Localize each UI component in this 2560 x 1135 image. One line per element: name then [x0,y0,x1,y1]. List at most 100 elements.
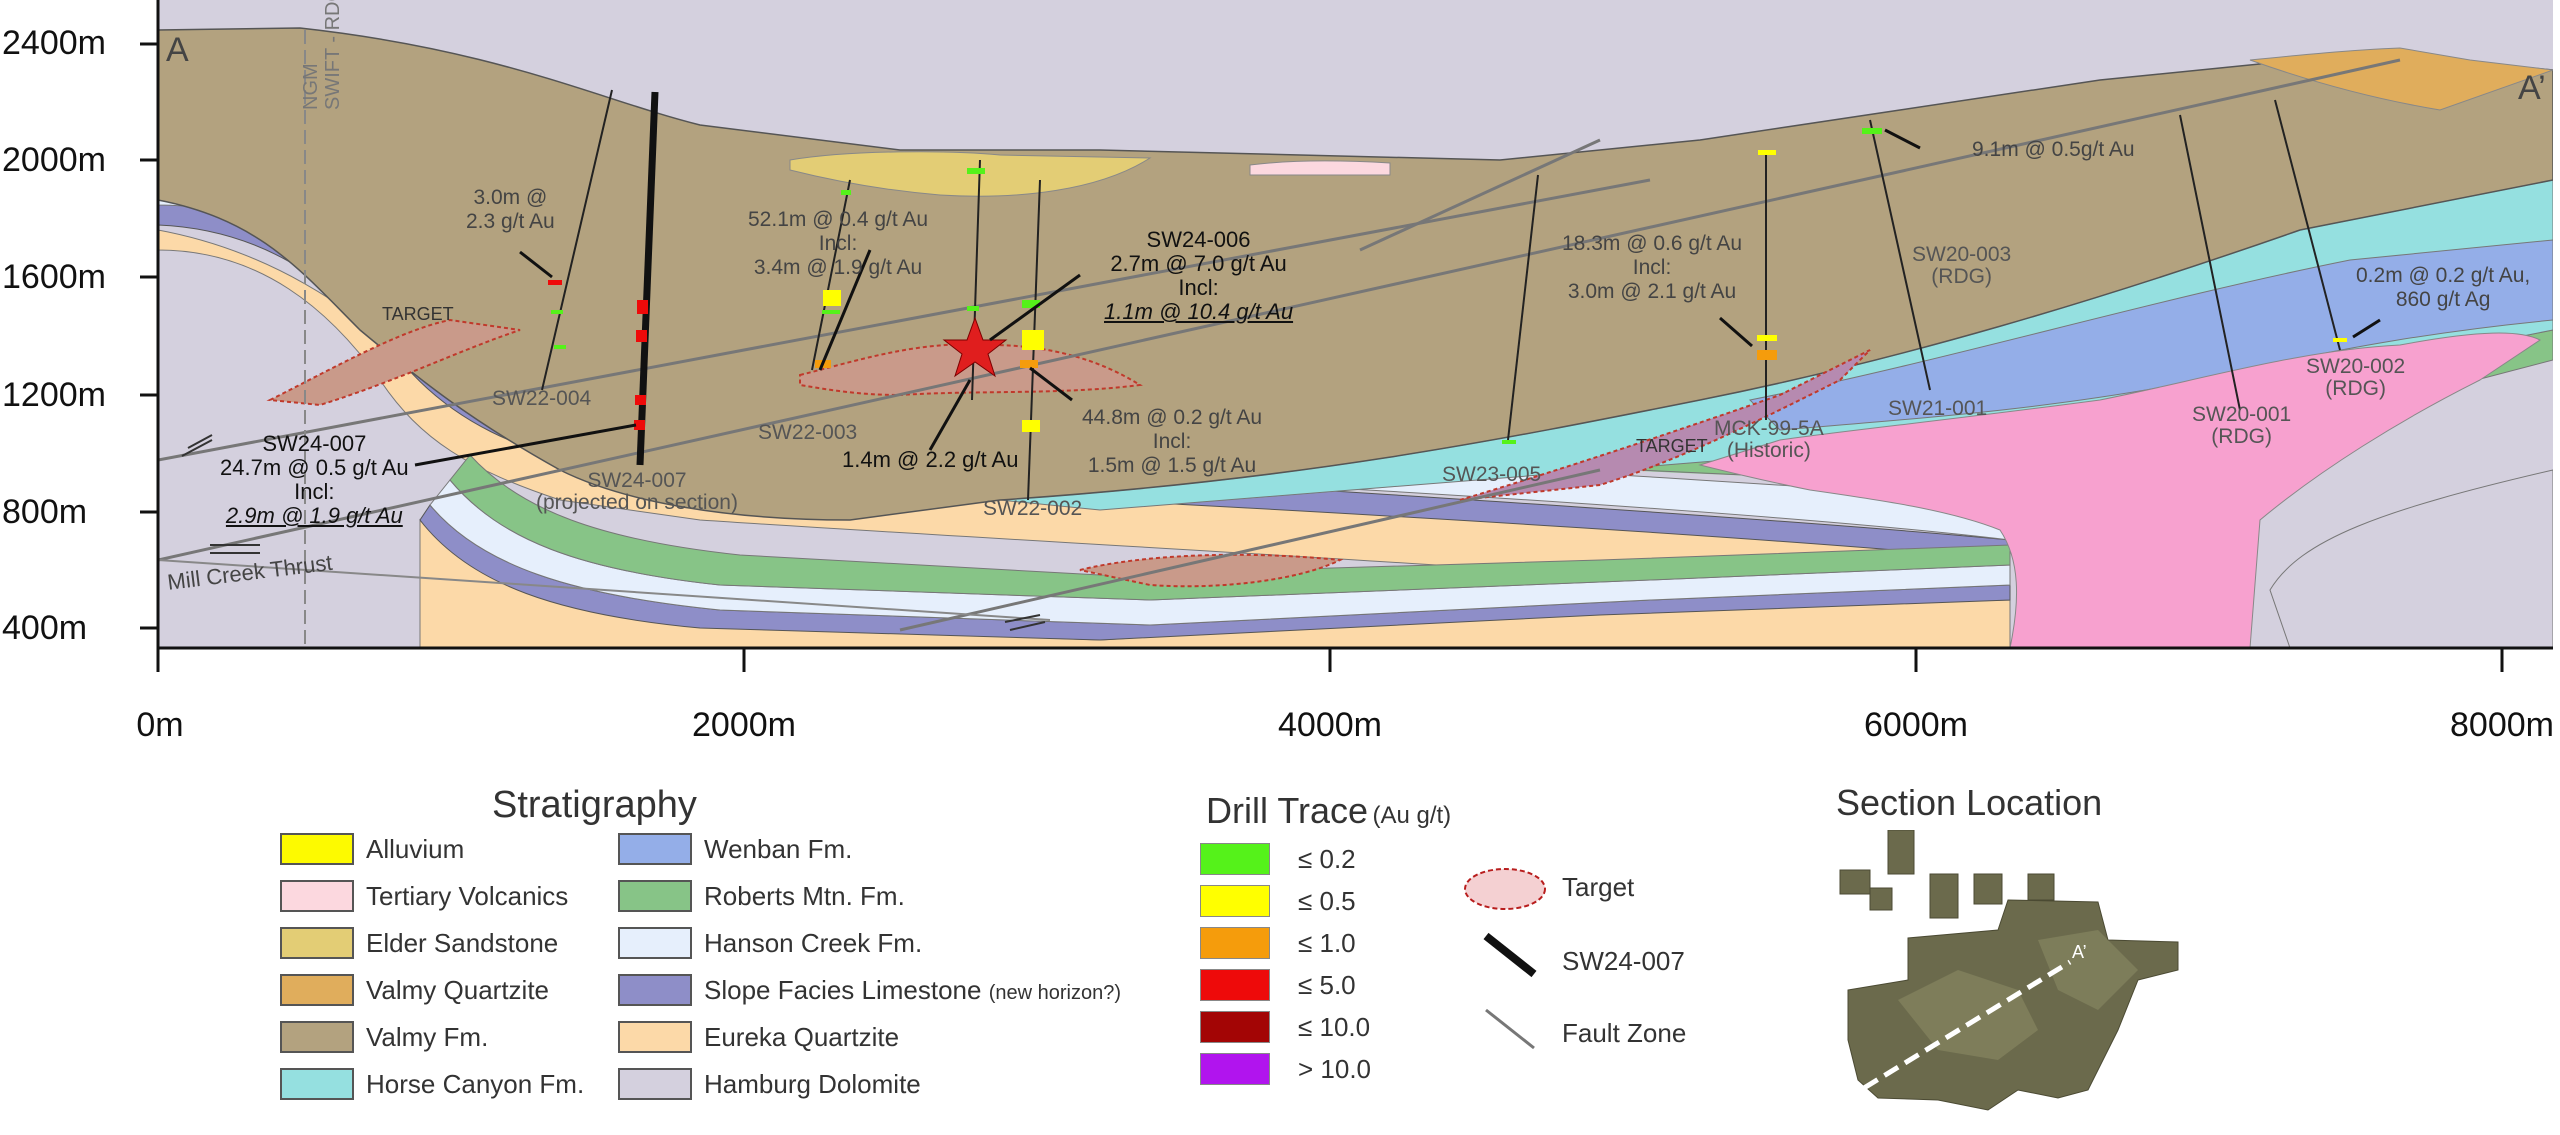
drill-trace-label: ≤ 1.0 [1298,927,1356,958]
intercept-star-hole: 1.4m @ 2.2 g/t Au [842,448,1018,472]
drill-trace-unit: (Au g/t) [1372,802,1452,829]
strat-item-horse-canyon: Horse Canyon Fm. [280,1067,584,1101]
horse-canyon-swatch [280,1068,354,1100]
strat-item-alluvium: Alluvium [280,832,464,866]
drill-trace-label: ≤ 5.0 [1298,969,1356,1000]
hole-label-sw20-003-name: SW20-003 [1912,243,2012,266]
drill-trace-swatch [1200,843,1270,875]
hole-label-mck-note: (Historic) [1726,439,1811,462]
intercept-sw20-002: 0.2m @ 0.2 g/t Au, 860 g/t Ag [2356,264,2530,312]
intercept-mck-l1: 18.3m @ 0.6 g/t Au [1562,232,1743,255]
hole-label-sw20-003-note: (RDG) [1931,265,1992,288]
strat-label: Valmy Fm. [366,1021,489,1052]
section-location-end: A’ [2072,942,2087,962]
tertiary-volcanics-swatch [280,880,354,912]
strat-label: Alluvium [366,833,465,864]
eureka-quartzite-swatch [618,1021,692,1053]
x-axis-ticks [156,648,2504,672]
symbol-label-target: Target [1562,872,1635,902]
highlight-star-icon [942,316,1008,378]
tertiary-volcanics-top [1249,160,1391,176]
slope-facies-swatch [618,974,692,1006]
elevation-label-400: 400m [2,609,88,647]
slope-facies-name: Slope Facies Limestone [704,974,982,1005]
strat-item-roberts-mtn: Roberts Mtn. Fm. [618,879,905,913]
intercept-sw22-004-l2: 2.3 g/t Au [466,210,555,233]
strat-label: Horse Canyon Fm. [366,1068,585,1099]
drill-trace-label: ≤ 0.2 [1298,843,1356,874]
elevation-label-1600: 1600m [2,258,106,296]
intercept-mck: 18.3m @ 0.6 g/t Au Incl: 3.0m @ 2.1 g/t … [1562,232,1742,304]
strat-label: Elder Sandstone [366,927,559,958]
thrust-direction-icon [181,434,1046,631]
claim-boundary-line1: NGM [300,63,322,110]
fault-zone-lines [158,58,2401,632]
hanson-creek-swatch [618,927,692,959]
valmy-quartzite-unit [2249,47,2553,111]
wenban-unit [1748,239,2553,431]
hole-label-mck-name: MCK-99-5A [1714,417,1824,440]
drill-trace-label: ≤ 0.5 [1298,885,1356,916]
strat-item-wenban: Wenban Fm. [618,832,852,866]
hole-label-sw20-002-note: (RDG) [2325,377,2386,400]
hole-label-sw24-007-name: SW24-007 [587,469,687,492]
intercept-sw22-003-l2: Incl: [818,232,858,255]
tertiary-intrusion-unit [1698,332,2541,648]
intercept-sw22-002-l1: 44.8m @ 0.2 g/t Au [1082,406,1263,429]
elevation-label-800: 800m [2,493,88,531]
section-end-label: A’ [2518,69,2546,107]
drill-trace-title: Drill Trace (Au g/t) [1206,790,1451,832]
elevation-label-1200: 1200m [2,376,106,414]
strat-item-slope-facies: Slope Facies Limestone (new horizon?) [618,973,1121,1007]
strat-label: Roberts Mtn. Fm. [704,880,905,911]
valmy-fm-swatch [280,1021,354,1053]
target-zone-lower [1079,553,1344,588]
hole-label-sw24-007: SW24-007 (projected on section) [536,470,738,514]
elder-sandstone-swatch [280,927,354,959]
claim-boundary-label: NGM SWIFT - RDG [300,0,344,110]
strat-item-hamburg-dolomite: Hamburg Dolomite [618,1067,921,1101]
wenban-swatch [618,833,692,865]
intercept-sw22-003-l3: 3.4m @ 1.9 g/t Au [753,256,923,279]
intercept-sw20-002-l2: 860 g/t Ag [2395,288,2491,311]
geologic-cross-section [140,0,2553,672]
intercept-sw24-006-l4: 1.1m @ 10.4 g/t Au [1104,299,1294,324]
intercept-sw22-002-l2: Incl: [1152,430,1192,453]
hole-label-sw20-001-name: SW20-001 [2192,403,2292,426]
strat-item-hanson-creek: Hanson Creek Fm. [618,926,922,960]
y-axis-ticks [140,42,158,630]
hole-label-sw22-004: SW22-004 [492,387,592,410]
target-label-right: TARGET [1636,436,1708,456]
drill-trace-item-4: ≤ 10.0 [1200,1010,1370,1044]
strat-item-eureka-quartzite: Eureka Quartzite [618,1020,899,1054]
valmy-formation-unit [158,27,2553,521]
section-location-line [1862,959,2072,1091]
strat-item-elder-sandstone: Elder Sandstone [280,926,558,960]
section-location-title: Section Location [1836,782,2103,823]
hole-label-sw20-001: SW20-001 (RDG) [2192,404,2291,448]
hole-label-sw23-005: SW23-005 [1442,463,1542,486]
strat-label: Eureka Quartzite [704,1021,900,1052]
target-label-left: TARGET [382,304,454,324]
target-ellipse-icon [1464,868,1546,910]
strat-item-tertiary-volcanics: Tertiary Volcanics [280,879,568,913]
intercept-sw22-004-l1: 3.0m @ [473,186,548,209]
section-start-label: A [166,31,189,69]
drill-trace-title-text: Drill Trace [1206,790,1369,831]
sw24-007-assays [634,300,648,430]
intercept-sw24-007-l3: Incl: [294,479,335,504]
drill-trace-swatch [1200,1011,1270,1043]
hole-label-sw21-001: SW21-001 [1888,397,1988,420]
drill-trace-item-3: ≤ 5.0 [1200,968,1356,1002]
distance-label-8000: 8000m [2450,706,2554,744]
roberts-mtn-swatch [618,880,692,912]
hole-label-sw24-007-note: (projected on section) [536,491,738,514]
intercept-sw20-002-l1: 0.2m @ 0.2 g/t Au, [2356,264,2531,287]
elevation-label-2400: 2400m [2,24,106,62]
fault-line-icon [1485,1008,1535,1050]
section-location-map: A A’ [1839,830,2179,1111]
strat-item-valmy-quartzite: Valmy Quartzite [280,973,549,1007]
stratigraphy-title: Stratigraphy [492,784,697,826]
symbol-label-fault-zone: Fault Zone [1562,1018,1687,1048]
target-zone-purple [1459,349,1871,501]
